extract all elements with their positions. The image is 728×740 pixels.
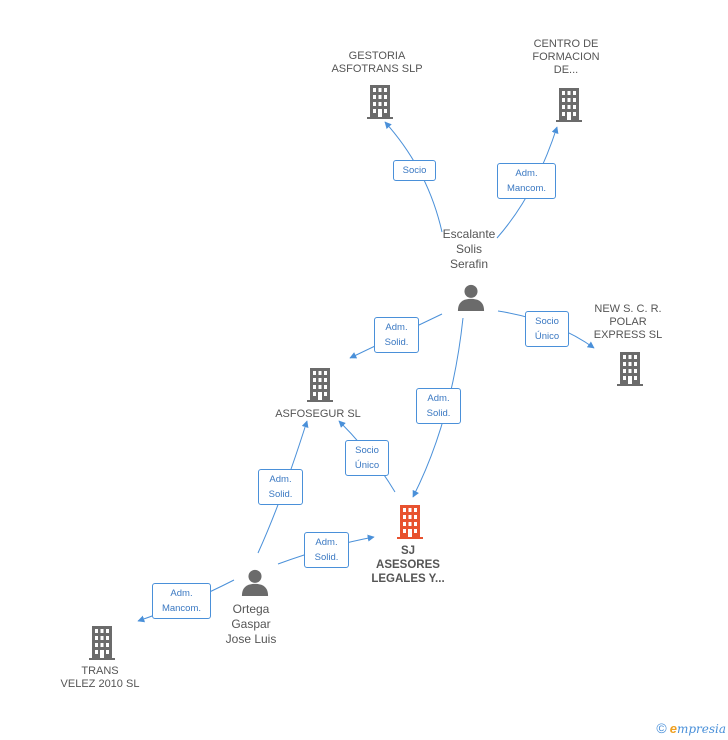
edge-label-adm-solid-asfosegur-ortega: Adm. Solid. <box>258 469 303 505</box>
edge-label-adm-mancom-trans: Adm. Mancom. <box>152 583 211 619</box>
edge-label-adm-solid-asfosegur-escalante: Adm. Solid. <box>374 317 419 353</box>
edge-label-adm-mancom-centro: Adm. Mancom. <box>497 163 556 199</box>
building-icon-gestoria[interactable] <box>367 85 393 119</box>
person-icon-escalante[interactable] <box>457 284 485 311</box>
building-icon-new[interactable] <box>617 352 643 386</box>
edge-label-adm-solid-sj-escalante: Adm. Solid. <box>416 388 461 424</box>
brand-logo-initial: e <box>669 721 677 736</box>
footer-brand: ©empresia <box>656 720 726 736</box>
node-label-new[interactable]: NEW S. C. R. POLAR EXPRESS SL <box>593 303 663 341</box>
node-label-ortega[interactable]: Ortega Gaspar Jose Luis <box>225 602 277 646</box>
person-icon-ortega[interactable] <box>241 569 269 596</box>
node-label-asfosegur[interactable]: ASFOSEGUR SL <box>275 408 361 420</box>
node-label-gestoria[interactable]: GESTORIA ASFOTRANS SLP <box>331 50 423 75</box>
building-icon-asfosegur[interactable] <box>307 368 333 402</box>
brand-logo-text: mpresia <box>676 722 726 736</box>
node-label-escalante[interactable]: Escalante Solis Serafin <box>442 227 496 271</box>
building-icon-sj[interactable] <box>397 505 423 539</box>
edge-label-adm-solid-sj-ortega: Adm. Solid. <box>304 532 349 568</box>
building-icon-trans[interactable] <box>89 626 115 660</box>
copyright-symbol: © <box>656 720 667 736</box>
edge-label-socio-gestoria: Socio <box>393 160 436 181</box>
node-label-centro[interactable]: CENTRO DE FORMACION DE... <box>532 38 600 76</box>
edge-label-socio-unico-new: Socio Único <box>525 311 569 347</box>
edge-label-socio-unico-asfosegur: Socio Único <box>345 440 389 476</box>
node-label-trans[interactable]: TRANS VELEZ 2010 SL <box>60 665 140 690</box>
building-icon-centro[interactable] <box>556 88 582 122</box>
node-label-sj[interactable]: SJ ASESORES LEGALES Y... <box>371 545 445 585</box>
